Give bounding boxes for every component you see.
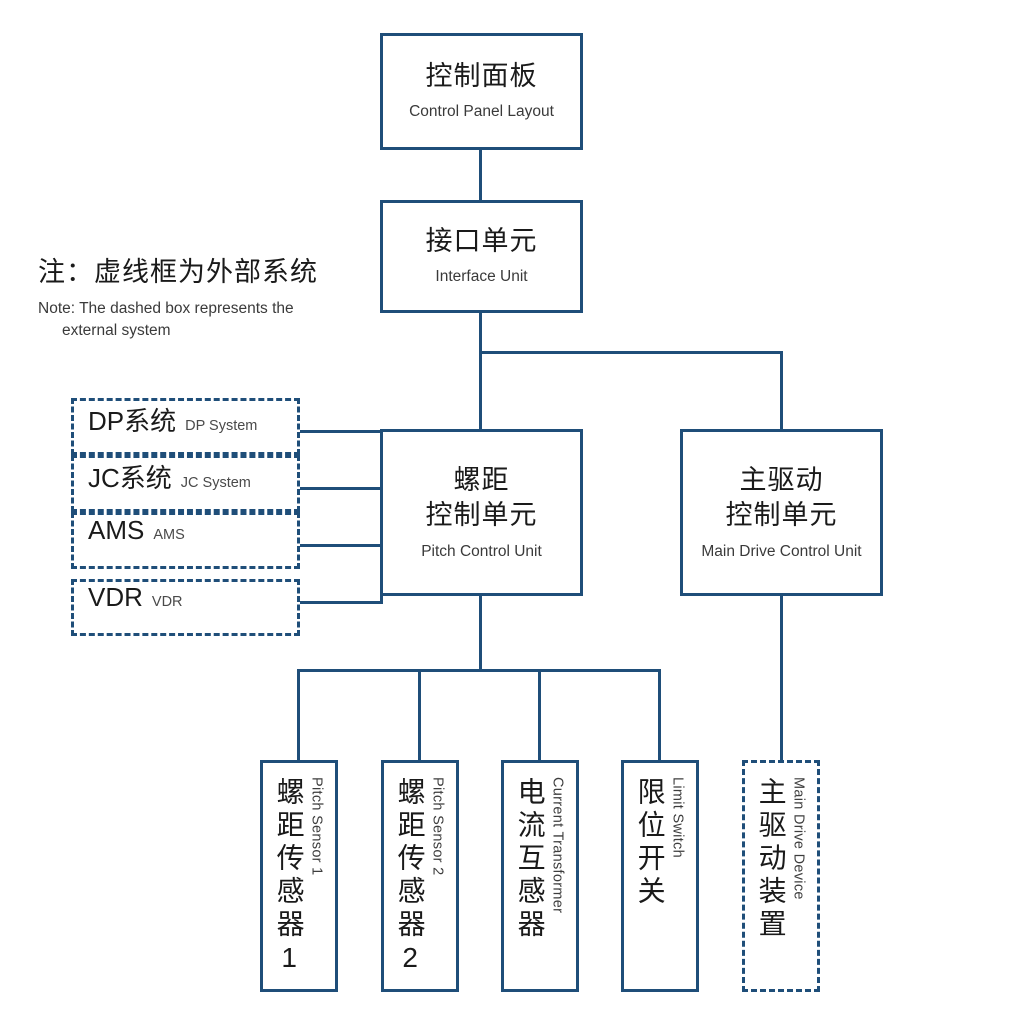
device-limit-switch-label-en: Limit Switch — [669, 777, 686, 858]
device-limit-switch[interactable]: 限位开关 Limit Switch — [621, 760, 699, 992]
external-system-vdr-label-en: VDR — [151, 594, 183, 610]
external-system-vdr[interactable]: VDR VDR — [71, 579, 300, 636]
node-main-drive-control-unit[interactable]: 主驱动 控制单元 Main Drive Control Unit — [680, 429, 883, 596]
note-label-cn: 注：虚线框为外部系统 — [38, 257, 318, 287]
connector-panel-to-interface — [479, 147, 482, 203]
connector-bus-to-main-drive — [780, 351, 783, 430]
note-block: 注：虚线框为外部系统 Note: The dashed box represen… — [38, 250, 358, 343]
device-pitch-sensor-1[interactable]: 螺距传感器1 Pitch Sensor 1 — [260, 760, 338, 992]
device-pitch-sensor-2[interactable]: 螺距传感器2 Pitch Sensor 2 — [381, 760, 459, 992]
connector-interface-down — [479, 310, 482, 354]
device-current-transformer-label-en: Current Transformer — [549, 777, 566, 914]
connector-drop-sensor1 — [297, 669, 300, 761]
connector-drop-sensor2 — [418, 669, 421, 761]
node-pitch-control-unit[interactable]: 螺距 控制单元 Pitch Control Unit — [380, 429, 583, 596]
connector-device-bus — [297, 669, 660, 672]
external-system-jc-label-en: JC System — [180, 475, 251, 491]
pitch-control-unit-label-cn: 螺距 控制单元 — [426, 463, 538, 533]
external-system-dp-label-cn: DP系统 — [88, 406, 177, 436]
external-system-vdr-label-cn: VDR — [88, 582, 143, 612]
device-main-drive-device-label-en: Main Drive Device — [790, 777, 807, 900]
external-system-dp-label-en: DP System — [185, 418, 258, 434]
device-current-transformer[interactable]: 电流互感器 Current Transformer — [501, 760, 579, 992]
pitch-control-unit-label-en: Pitch Control Unit — [421, 543, 542, 561]
external-system-ams[interactable]: AMS AMS — [71, 512, 300, 569]
main-drive-control-unit-label-en: Main Drive Control Unit — [701, 543, 862, 561]
control-panel-label-cn: 控制面板 — [425, 61, 538, 92]
device-pitch-sensor-1-label-cn: 螺距传感器1 — [273, 777, 305, 978]
external-system-jc[interactable]: JC系统 JC System — [71, 455, 300, 512]
main-drive-control-unit-cn-line2: 控制单元 — [725, 500, 838, 531]
connector-jc-to-pitch — [297, 487, 383, 490]
connector-drop-limit-switch — [658, 669, 661, 761]
device-main-drive-device-label-cn: 主驱动装置 — [755, 777, 787, 942]
connector-pitch-down — [479, 596, 482, 672]
connector-drop-current-transformer — [538, 669, 541, 761]
pitch-control-unit-cn-line1: 螺距 — [453, 465, 510, 496]
connector-vdr-to-pitch — [297, 601, 383, 604]
external-system-ams-label-en: AMS — [153, 527, 185, 543]
external-system-jc-label-cn: JC系统 — [88, 463, 172, 493]
connector-ams-to-pitch — [297, 544, 383, 547]
connector-bus-to-pitch — [479, 351, 482, 430]
note-en-line2: external system — [62, 322, 171, 340]
external-system-ams-label-cn: AMS — [88, 515, 145, 545]
pitch-control-unit-cn-line2: 控制单元 — [425, 500, 538, 531]
node-control-panel[interactable]: 控制面板 Control Panel Layout — [380, 33, 583, 150]
control-panel-label-en: Control Panel Layout — [409, 103, 554, 121]
connector-bus-horizontal — [479, 351, 783, 354]
main-drive-control-unit-cn-line1: 主驱动 — [739, 465, 824, 496]
connector-main-drive-down — [780, 596, 783, 761]
device-pitch-sensor-2-label-cn: 螺距传感器2 — [394, 777, 426, 978]
device-limit-switch-label-cn: 限位开关 — [634, 777, 666, 909]
note-label-en: Note: The dashed box represents the exte… — [38, 298, 358, 343]
main-drive-control-unit-label-cn: 主驱动 控制单元 — [726, 463, 838, 533]
note-en-line1: Note: The dashed box represents the — [38, 300, 294, 317]
device-pitch-sensor-1-label-en: Pitch Sensor 1 — [308, 777, 325, 876]
device-current-transformer-label-cn: 电流互感器 — [514, 777, 546, 942]
interface-unit-label-en: Interface Unit — [435, 268, 528, 286]
device-pitch-sensor-2-label-en: Pitch Sensor 2 — [429, 777, 446, 876]
connector-dp-to-pitch — [297, 430, 383, 433]
node-interface-unit[interactable]: 接口单元 Interface Unit — [380, 200, 583, 313]
interface-unit-label-cn: 接口单元 — [425, 226, 538, 257]
device-main-drive-device[interactable]: 主驱动装置 Main Drive Device — [742, 760, 820, 992]
external-system-dp[interactable]: DP系统 DP System — [71, 398, 300, 455]
